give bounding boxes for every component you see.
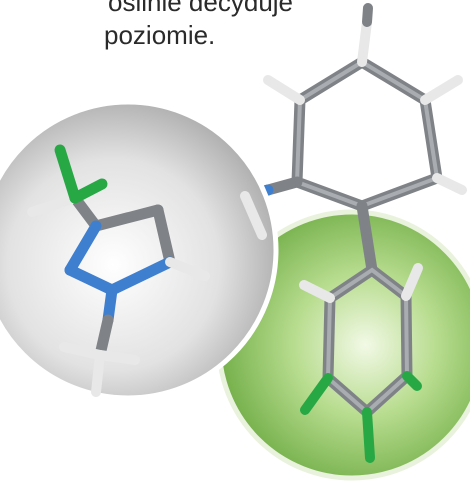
caption-line-2: poziomie. <box>104 20 216 50</box>
grey-sphere <box>0 99 279 401</box>
caption-text: osilnie decyduje poziomie. <box>0 0 300 60</box>
caption-line-1: osilnie decyduje <box>108 0 294 17</box>
lower-phenyl-ring <box>299 200 423 463</box>
upper-phenyl-ring <box>263 3 467 212</box>
pyrazole-fragment <box>27 144 267 397</box>
